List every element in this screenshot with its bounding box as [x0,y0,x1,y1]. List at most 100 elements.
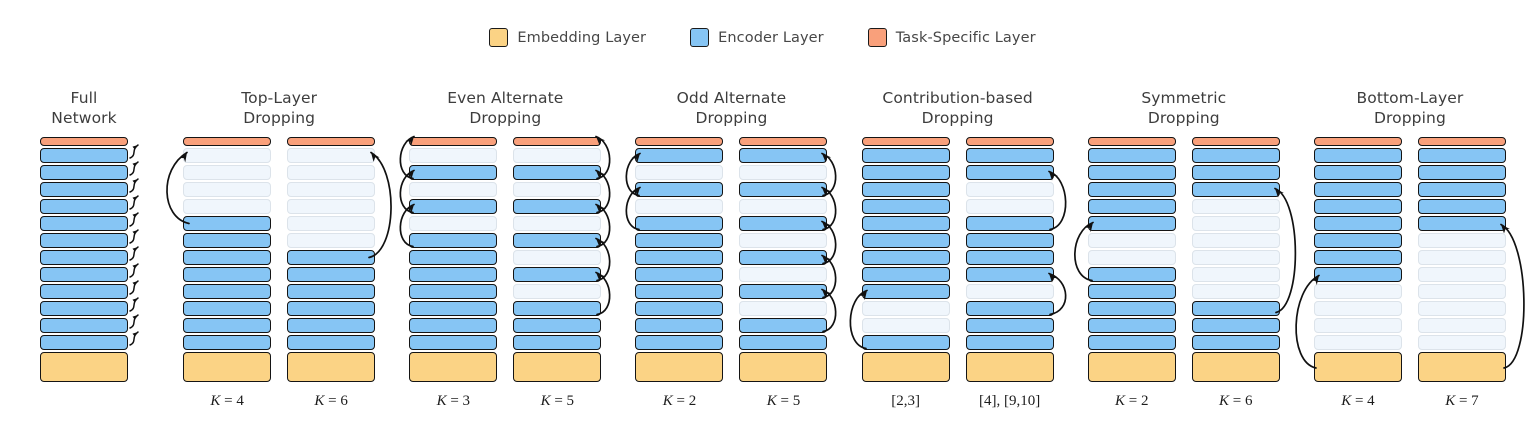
dropped-layer-block [409,148,498,163]
task-specific-layer-block [40,137,128,146]
encoder-layer-block [1417,199,1506,214]
encoder-layer-block [861,250,950,265]
layer-stack [183,137,272,382]
encoder-layer-block [739,318,828,333]
encoder-layer-block [40,301,128,316]
dropped-layer-block [1313,318,1402,333]
encoder-layer-block [635,182,724,197]
dropped-layer-block [183,199,272,214]
encoder-layer-block [40,318,128,333]
layer-stack [861,137,950,382]
encoder-layer-block [287,284,376,299]
stack-column: K = 6 [1191,137,1280,410]
dropped-layer-block [1191,267,1280,282]
task-specific-layer-block [1417,137,1506,146]
encoder-layer-block [965,318,1054,333]
stack-group [40,137,139,393]
k-label: [2,3] [891,393,920,409]
dropped-layer-block [513,148,602,163]
encoder-layer-block [635,148,724,163]
encoder-layer-block [1417,148,1506,163]
encoder-layer-block [965,301,1054,316]
dropped-layer-block [409,182,498,197]
encoder-layer-block [40,250,128,265]
encoder-layer-block [409,301,498,316]
layer-stack [965,137,1054,382]
dropped-layer-block [1417,284,1506,299]
dropped-layer-block [409,216,498,231]
stack-column: K = 5 [739,137,828,410]
k-label: K = 7 [1445,393,1479,409]
encoder-layer-block [409,267,498,282]
dropped-layer-block [1313,284,1402,299]
embedding-layer-block [513,352,602,382]
encoder-layer-block [1087,165,1176,180]
embedding-layer-block [40,352,128,382]
k-label: K = 3 [436,393,471,409]
task-specific-layer-block [861,137,950,146]
dropped-layer-block [1417,233,1506,248]
embedding-layer-block [1191,352,1280,382]
encoder-layer-block [1313,233,1402,248]
encoder-layer-block [287,335,376,350]
encoder-layer-block [1087,182,1176,197]
layer-stack [1191,137,1280,382]
dropped-layer-block [287,165,376,180]
encoder-layer-block [861,182,950,197]
encoder-layer-block [635,233,724,248]
encoder-layer-block [1087,284,1176,299]
stack-group: K = 2 K = 6 [1073,137,1296,410]
encoder-layer-block [513,267,602,282]
encoder-layer-block [635,301,724,316]
dropped-layer-block [1313,301,1402,316]
stack-column: K = 4 [183,137,272,410]
embedding-swatch [489,28,509,47]
stack-column: K = 6 [287,137,376,410]
stack-group: K = 2 K = 5 [626,137,837,410]
task-specific-layer-block [1313,137,1402,146]
stack-column: K = 7 [1417,137,1506,410]
stack-group: K = 4 K = 6 [166,137,393,410]
task-specific-layer-block [1087,137,1176,146]
encoder-layer-block [861,165,950,180]
encoder-layer-block [183,233,272,248]
encoder-layer-block [1087,216,1176,231]
k-label: K = 4 [210,393,244,409]
embedding-layer-block [635,352,724,382]
encoder-layer-block [513,335,602,350]
encoder-layer-block [40,182,128,197]
encoder-layer-block [861,233,950,248]
dropped-layer-block [183,165,272,180]
task-specific-layer-block [739,137,828,146]
encoder-layer-block [409,165,498,180]
stack-column: K = 2 [1087,137,1176,410]
dropped-layer-block [1417,335,1506,350]
encoder-layer-block [739,216,828,231]
encoder-layer-block [183,267,272,282]
embedding-layer-block [861,352,950,382]
encoder-layer-block [1087,199,1176,214]
legend-label: Encoder Layer [718,29,824,46]
layer-stack [409,137,498,382]
dropped-layer-block [287,199,376,214]
legend-item: Task-Specific Layer [867,28,1036,47]
k-label: K = 5 [766,393,801,409]
encoder-layer-block [287,301,376,316]
embedding-layer-block [739,352,828,382]
encoder-layer-block [183,250,272,265]
stack-column: K = 2 [635,137,724,410]
encoder-layer-block [861,335,950,350]
encoder-layer-block [965,148,1054,163]
encoder-layer-block [965,165,1054,180]
encoder-layer-block [1191,335,1280,350]
k-label: K = 2 [1115,393,1149,409]
encoder-layer-block [861,284,950,299]
dropped-layer-block [1087,250,1176,265]
layer-stack [1087,137,1176,382]
dropped-layer-block [1191,284,1280,299]
encoder-layer-block [40,216,128,231]
